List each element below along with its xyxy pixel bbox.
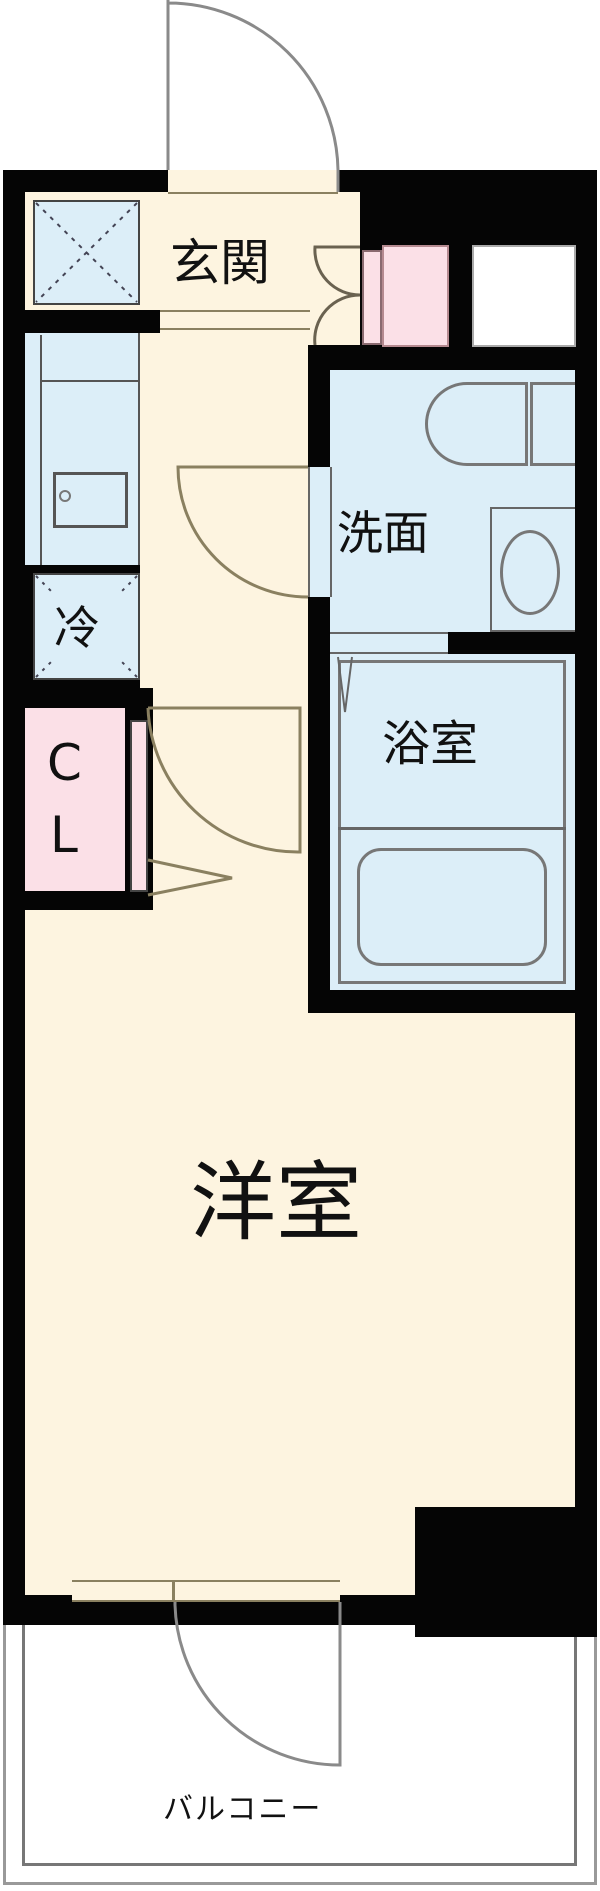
storage-cabinet [382,245,449,347]
western-room-label: 洋室 [190,1153,362,1253]
western-room-upper-floor [25,1010,575,1507]
bathroom-inner [338,660,566,984]
closet [25,708,125,891]
kitchen-top-wall [25,310,160,333]
balcony-railing [22,1620,577,1866]
washroom-bath-wall [448,632,575,654]
kitchen-counter-inner [40,335,140,565]
balcony-label: バルコニー [163,1792,323,1827]
refrigerator-label: 冷 [54,601,100,655]
toilet-tank-icon [530,382,575,466]
closet-label-l: L [50,806,78,864]
washbasin-counter [490,507,575,632]
kitchen-shelf-line [40,380,140,382]
entrance-threshold [168,170,338,194]
bath-door-opening [330,632,448,654]
entrance-door-swing-icon [166,0,340,192]
entrance-step [140,310,310,330]
pipe-shaft [415,1507,597,1637]
corridor-floor [140,330,308,920]
washroom-door-opening [308,467,332,597]
toilet-icon [425,382,528,466]
closet-label-c: C [47,734,82,792]
washroom-label: 洗面 [337,506,429,560]
balcony-window [72,1580,340,1602]
balcony-window-mullion [172,1580,175,1602]
entrance-label: 玄関 [170,234,270,292]
kitchen-faucet-icon [59,490,71,502]
bathtub-icon [357,848,547,966]
bathroom-divider [338,827,566,830]
bathroom-label: 浴室 [382,716,479,772]
kitchen-sink [53,472,128,528]
shoe-closet [33,200,140,305]
corridor-right-floor [25,890,308,1010]
shaft-opening [472,245,576,347]
closet-door [130,720,148,892]
washbasin-icon [500,530,560,615]
storage-cabinet-door [362,250,382,345]
bathroom [330,654,575,990]
